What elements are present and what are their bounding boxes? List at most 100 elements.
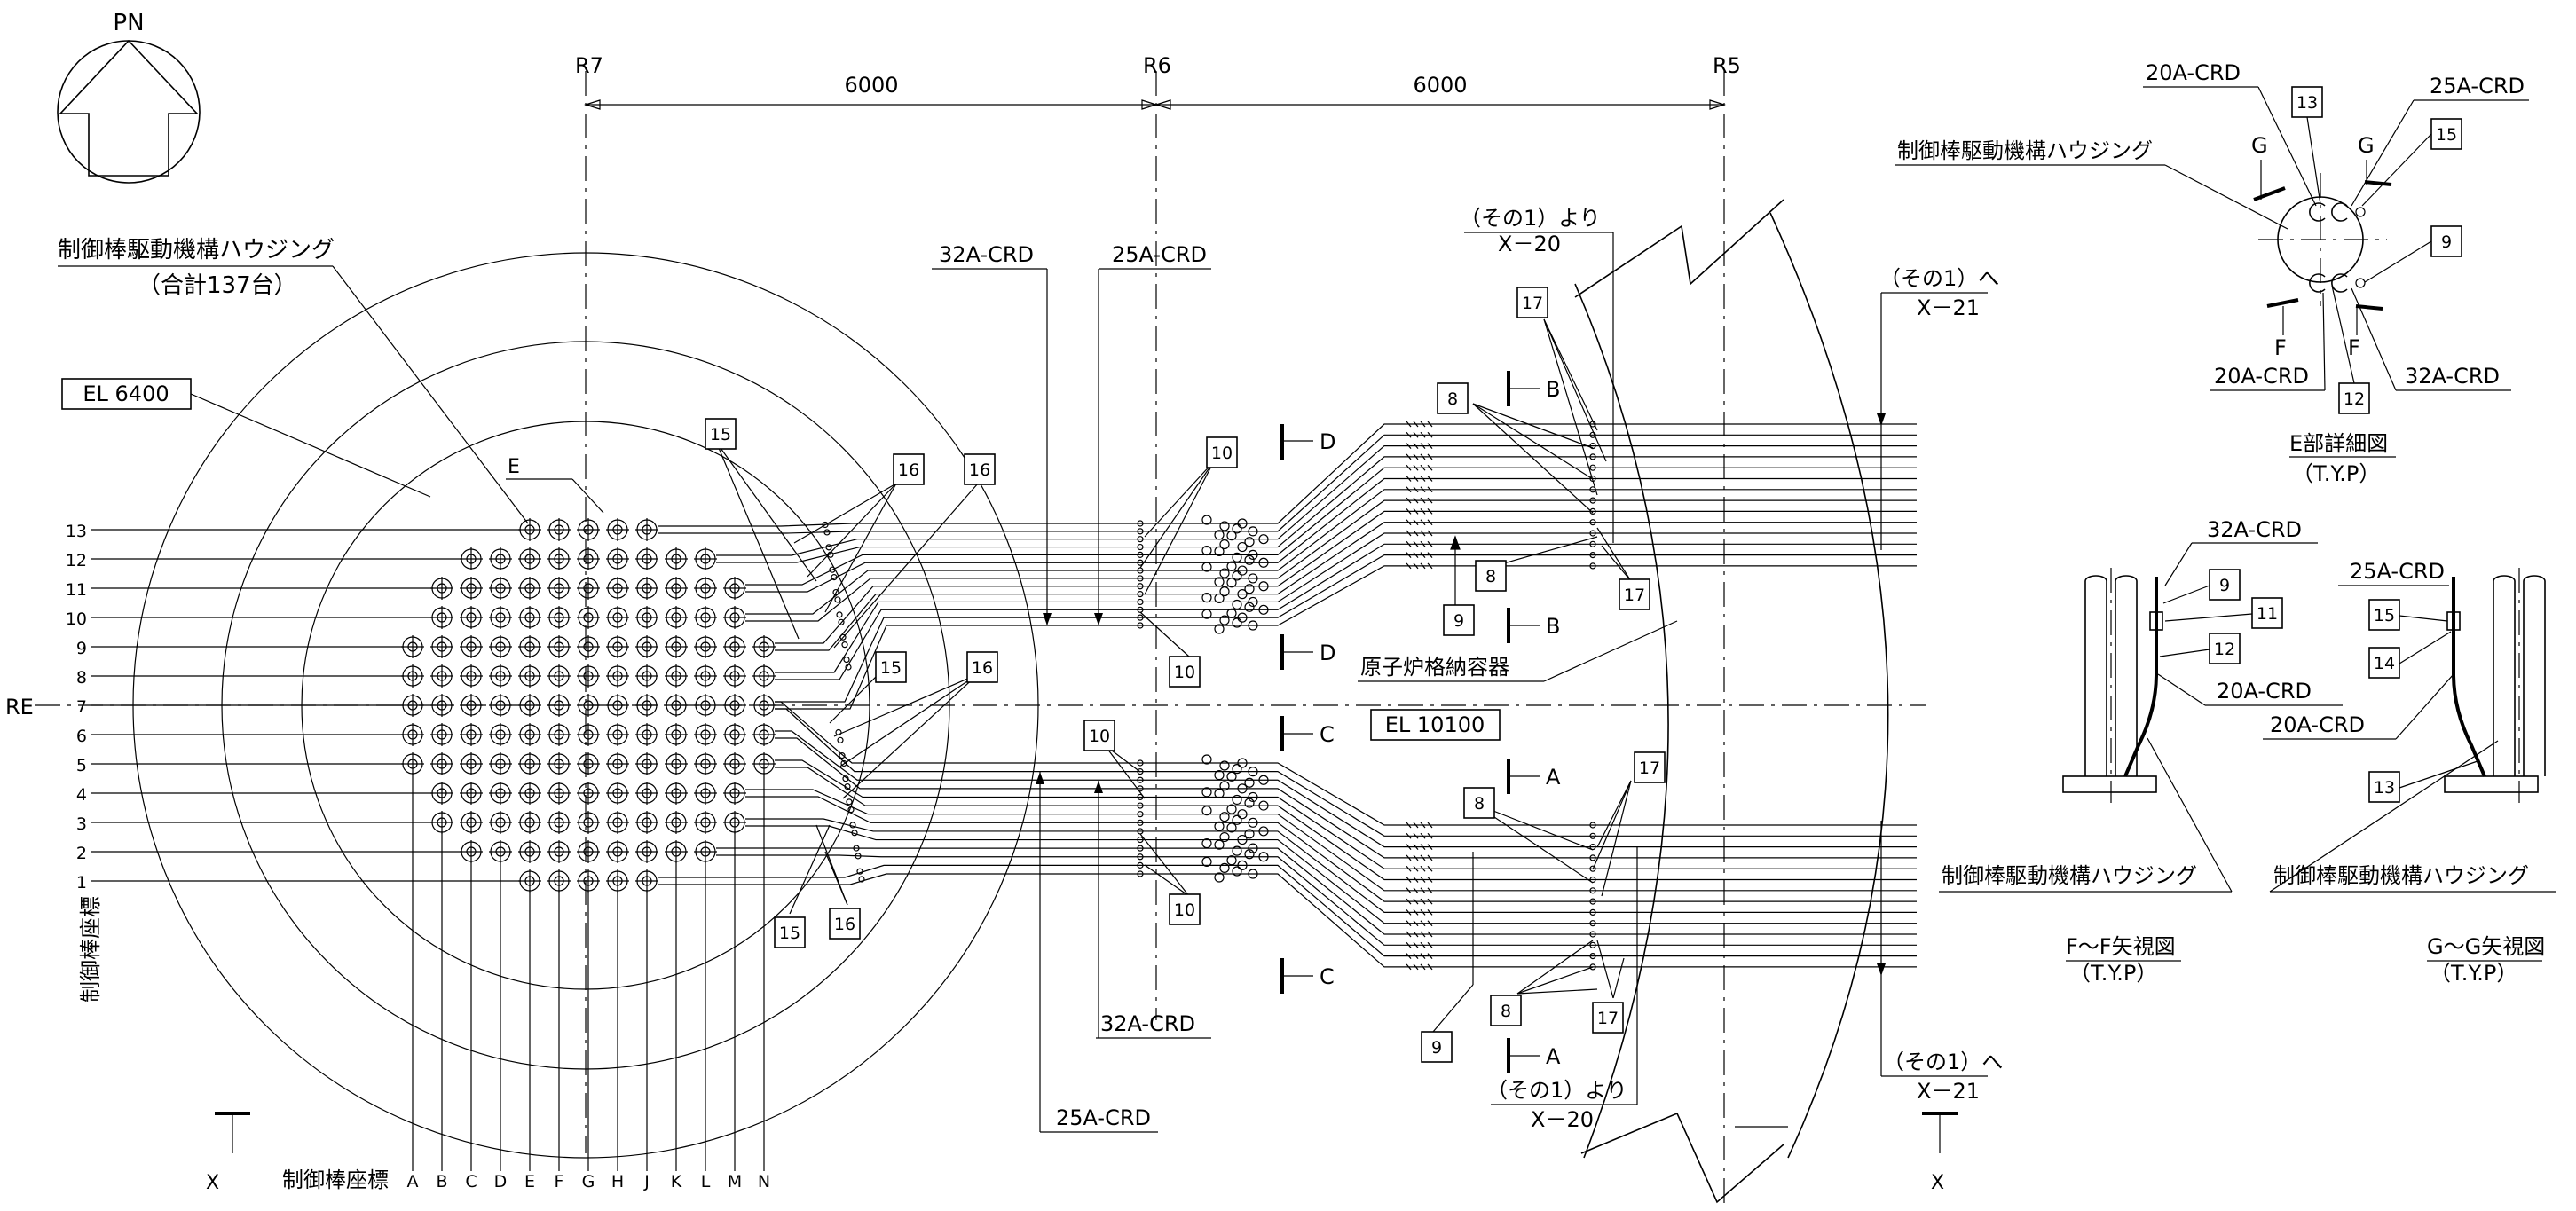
crd-housing	[489, 811, 512, 834]
crd-housing	[489, 723, 512, 746]
crd-housing	[401, 694, 424, 717]
crd-housing	[430, 811, 453, 834]
crd-housing	[577, 723, 600, 746]
crd-housing	[723, 811, 746, 834]
crd-housing	[752, 723, 776, 746]
crd-housing	[606, 694, 629, 717]
crd-housing	[694, 811, 717, 834]
crd-housing	[606, 811, 629, 834]
to-1-top: （その1）へ	[1879, 266, 1999, 291]
crd-housing	[635, 752, 658, 775]
sec-f-left: F	[2274, 335, 2287, 360]
col-label: D	[494, 1172, 508, 1191]
crd-housing	[723, 577, 746, 600]
row-label: 1	[76, 873, 87, 893]
label-25a-bottom: 25A-CRD	[1056, 1105, 1151, 1130]
col-label: C	[465, 1172, 477, 1191]
crd-housing	[518, 547, 541, 570]
crd-housing	[547, 752, 571, 775]
crd-housing	[577, 518, 600, 541]
crd-housing	[489, 840, 512, 863]
svg-text:15: 15	[880, 658, 902, 678]
callout-10: 10	[1169, 656, 1201, 688]
gg-title: G～G矢視図	[2427, 934, 2545, 959]
svg-text:16: 16	[969, 460, 990, 480]
label-32a-bottom: 32A-CRD	[1100, 1011, 1195, 1036]
crd-housing	[577, 694, 600, 717]
crd-housing	[401, 723, 424, 746]
crd-housing	[752, 752, 776, 775]
svg-text:11: 11	[2257, 604, 2278, 624]
housing-array	[401, 518, 776, 893]
crd-housing	[606, 577, 629, 600]
row-label: 5	[76, 756, 87, 775]
callout-15: 15	[875, 651, 907, 683]
pipe-labels: 32A-CRD 25A-CRD 32A-CRD 25A-CRD	[932, 242, 1211, 1133]
x20-top: X－20	[1498, 232, 1561, 256]
crd-housing	[665, 782, 688, 805]
crd-housing	[489, 577, 512, 600]
crd-housing	[665, 664, 688, 688]
crd-housing	[430, 723, 453, 746]
crd-housing	[518, 752, 541, 775]
to-1-bottom: （その1）へ	[1883, 1050, 2003, 1074]
crd-housing	[635, 577, 658, 600]
crd-housing	[665, 547, 688, 570]
callout-17: 17	[1619, 578, 1650, 610]
col-label: M	[728, 1172, 742, 1191]
crd-housing	[430, 752, 453, 775]
crd-housing	[577, 752, 600, 775]
col-label: F	[555, 1172, 564, 1191]
col-label: B	[436, 1172, 447, 1191]
crd-housing	[723, 664, 746, 688]
svg-text:15: 15	[779, 924, 800, 943]
crd-housing	[723, 635, 746, 658]
crd-housing	[665, 723, 688, 746]
column-labels: A B C D E F G H J K L M N	[407, 1172, 771, 1191]
rod-coord-x-label: 制御棒座標	[282, 1168, 389, 1192]
callout-8: 8	[1475, 560, 1507, 592]
crd-housing	[606, 518, 629, 541]
grid-leaders	[91, 529, 765, 1171]
svg-text:16: 16	[898, 460, 919, 480]
svg-text:16: 16	[972, 658, 993, 678]
ff-title: F～F矢視図	[2066, 934, 2176, 959]
ff-view: 32A-CRD 9 11 12 20A-CRD 制御棒駆動機構ハウジング F～F…	[1939, 517, 2343, 986]
label-25a-top: 25A-CRD	[1112, 242, 1207, 267]
callouts: 15 16 16 15 16 15 16 10 10 10 10 8 17 8 …	[705, 287, 1666, 1063]
crd-housing	[547, 811, 571, 834]
callout-15: 15	[774, 916, 806, 948]
svg-text:15: 15	[710, 425, 731, 444]
crd-housing	[547, 664, 571, 688]
crd-housing	[547, 782, 571, 805]
crd-housing	[635, 664, 658, 688]
crd-housing	[606, 547, 629, 570]
sec-d-bottom: D	[1320, 641, 1335, 665]
e-detail: G G F F 20A-CRD 25A-CRD 制御棒駆動機構ハウジング 20A…	[1895, 60, 2529, 486]
crd-housing	[635, 840, 658, 863]
crd-housing	[694, 635, 717, 658]
crd-housing	[606, 723, 629, 746]
sec-a-bottom: A	[1546, 1044, 1561, 1069]
sec-a-top: A	[1546, 765, 1561, 790]
svg-text:9: 9	[2219, 576, 2230, 595]
row-label: 2	[76, 844, 87, 863]
crd-housing	[518, 723, 541, 746]
el-10100-tag: EL 10100	[1385, 712, 1485, 737]
crd-housing	[489, 547, 512, 570]
crd-housing	[606, 782, 629, 805]
sec-c-top: C	[1320, 722, 1335, 747]
callout-9: 9	[1421, 1031, 1453, 1063]
callout-8: 8	[1490, 995, 1522, 1026]
crd-housing	[430, 782, 453, 805]
north-label: PN	[113, 10, 144, 36]
crd-housing	[489, 752, 512, 775]
gg-housing-label: 制御棒駆動機構ハウジング	[2273, 863, 2529, 888]
crd-housing	[547, 840, 571, 863]
crd-housing	[606, 869, 629, 893]
crd-housing	[694, 782, 717, 805]
callout-16: 16	[964, 453, 996, 485]
housing-label: 制御棒駆動機構ハウジング	[58, 237, 335, 263]
crd-housing	[489, 782, 512, 805]
